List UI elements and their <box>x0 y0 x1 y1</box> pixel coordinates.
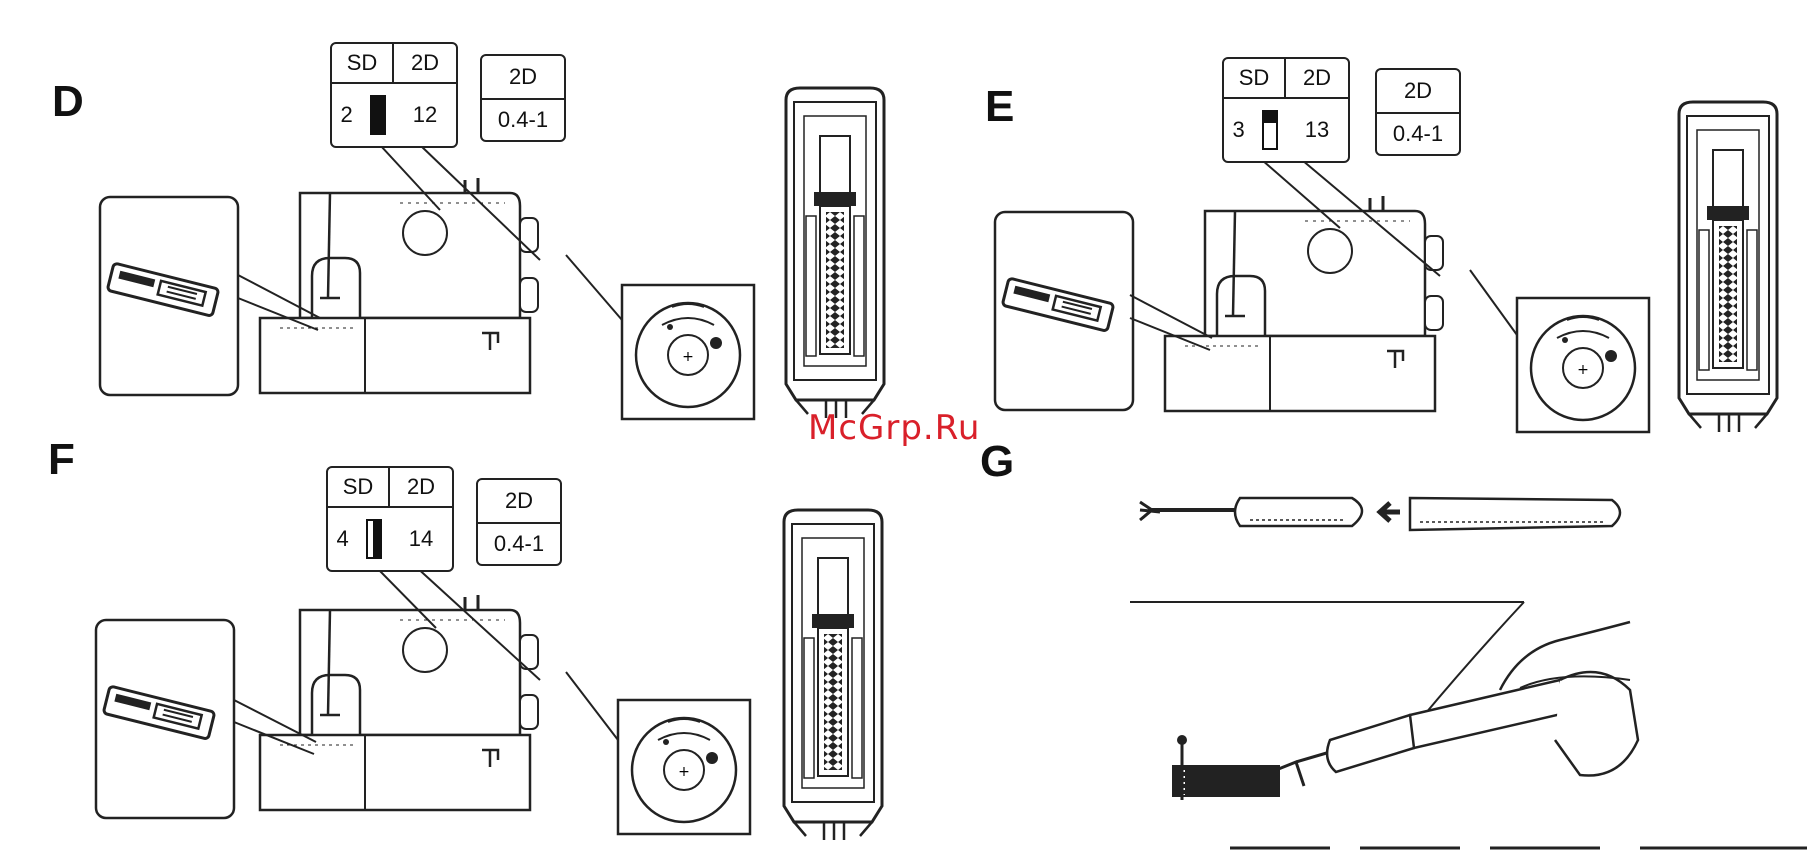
twod-value: 12 <box>394 84 456 146</box>
length-value: 0.4-1 <box>1377 114 1459 154</box>
panel-d-length-setting: 2D 0.4-1 <box>480 54 566 142</box>
sd-label: SD <box>332 44 394 84</box>
twod-label: 2D <box>1286 59 1348 99</box>
twod-label: 2D <box>478 480 560 524</box>
panel-g-illustration <box>1130 498 1807 848</box>
sd-value: 4 <box>328 508 390 570</box>
sd-number: 2 <box>340 102 352 128</box>
twod-label: 2D <box>394 44 456 84</box>
twod-value: 14 <box>390 508 452 570</box>
length-value: 0.4-1 <box>478 524 560 564</box>
sd-label: SD <box>1224 59 1286 99</box>
sd-number: 3 <box>1232 117 1244 143</box>
panel-f-length-setting: 2D 0.4-1 <box>476 478 562 566</box>
watermark-text: McGrp.Ru <box>808 408 980 448</box>
length-value: 0.4-1 <box>482 100 564 140</box>
sd-number: 4 <box>336 526 348 552</box>
sd-value: 2 <box>332 84 394 146</box>
twod-label: 2D <box>1377 70 1459 114</box>
twod-value: 13 <box>1286 99 1348 161</box>
twod-label: 2D <box>482 56 564 100</box>
panel-f-stitch-setting: SD 2D 4 14 <box>326 466 454 572</box>
twod-label: 2D <box>390 468 452 508</box>
width-indicator-bar <box>370 95 386 135</box>
sd-value: 3 <box>1224 99 1286 161</box>
width-indicator-bar <box>1262 110 1278 150</box>
panel-e-length-setting: 2D 0.4-1 <box>1375 68 1461 156</box>
sd-label: SD <box>328 468 390 508</box>
panel-d-stitch-setting: SD 2D 2 12 <box>330 42 458 148</box>
width-indicator-bar <box>366 519 382 559</box>
panel-e-stitch-setting: SD 2D 3 13 <box>1222 57 1350 163</box>
